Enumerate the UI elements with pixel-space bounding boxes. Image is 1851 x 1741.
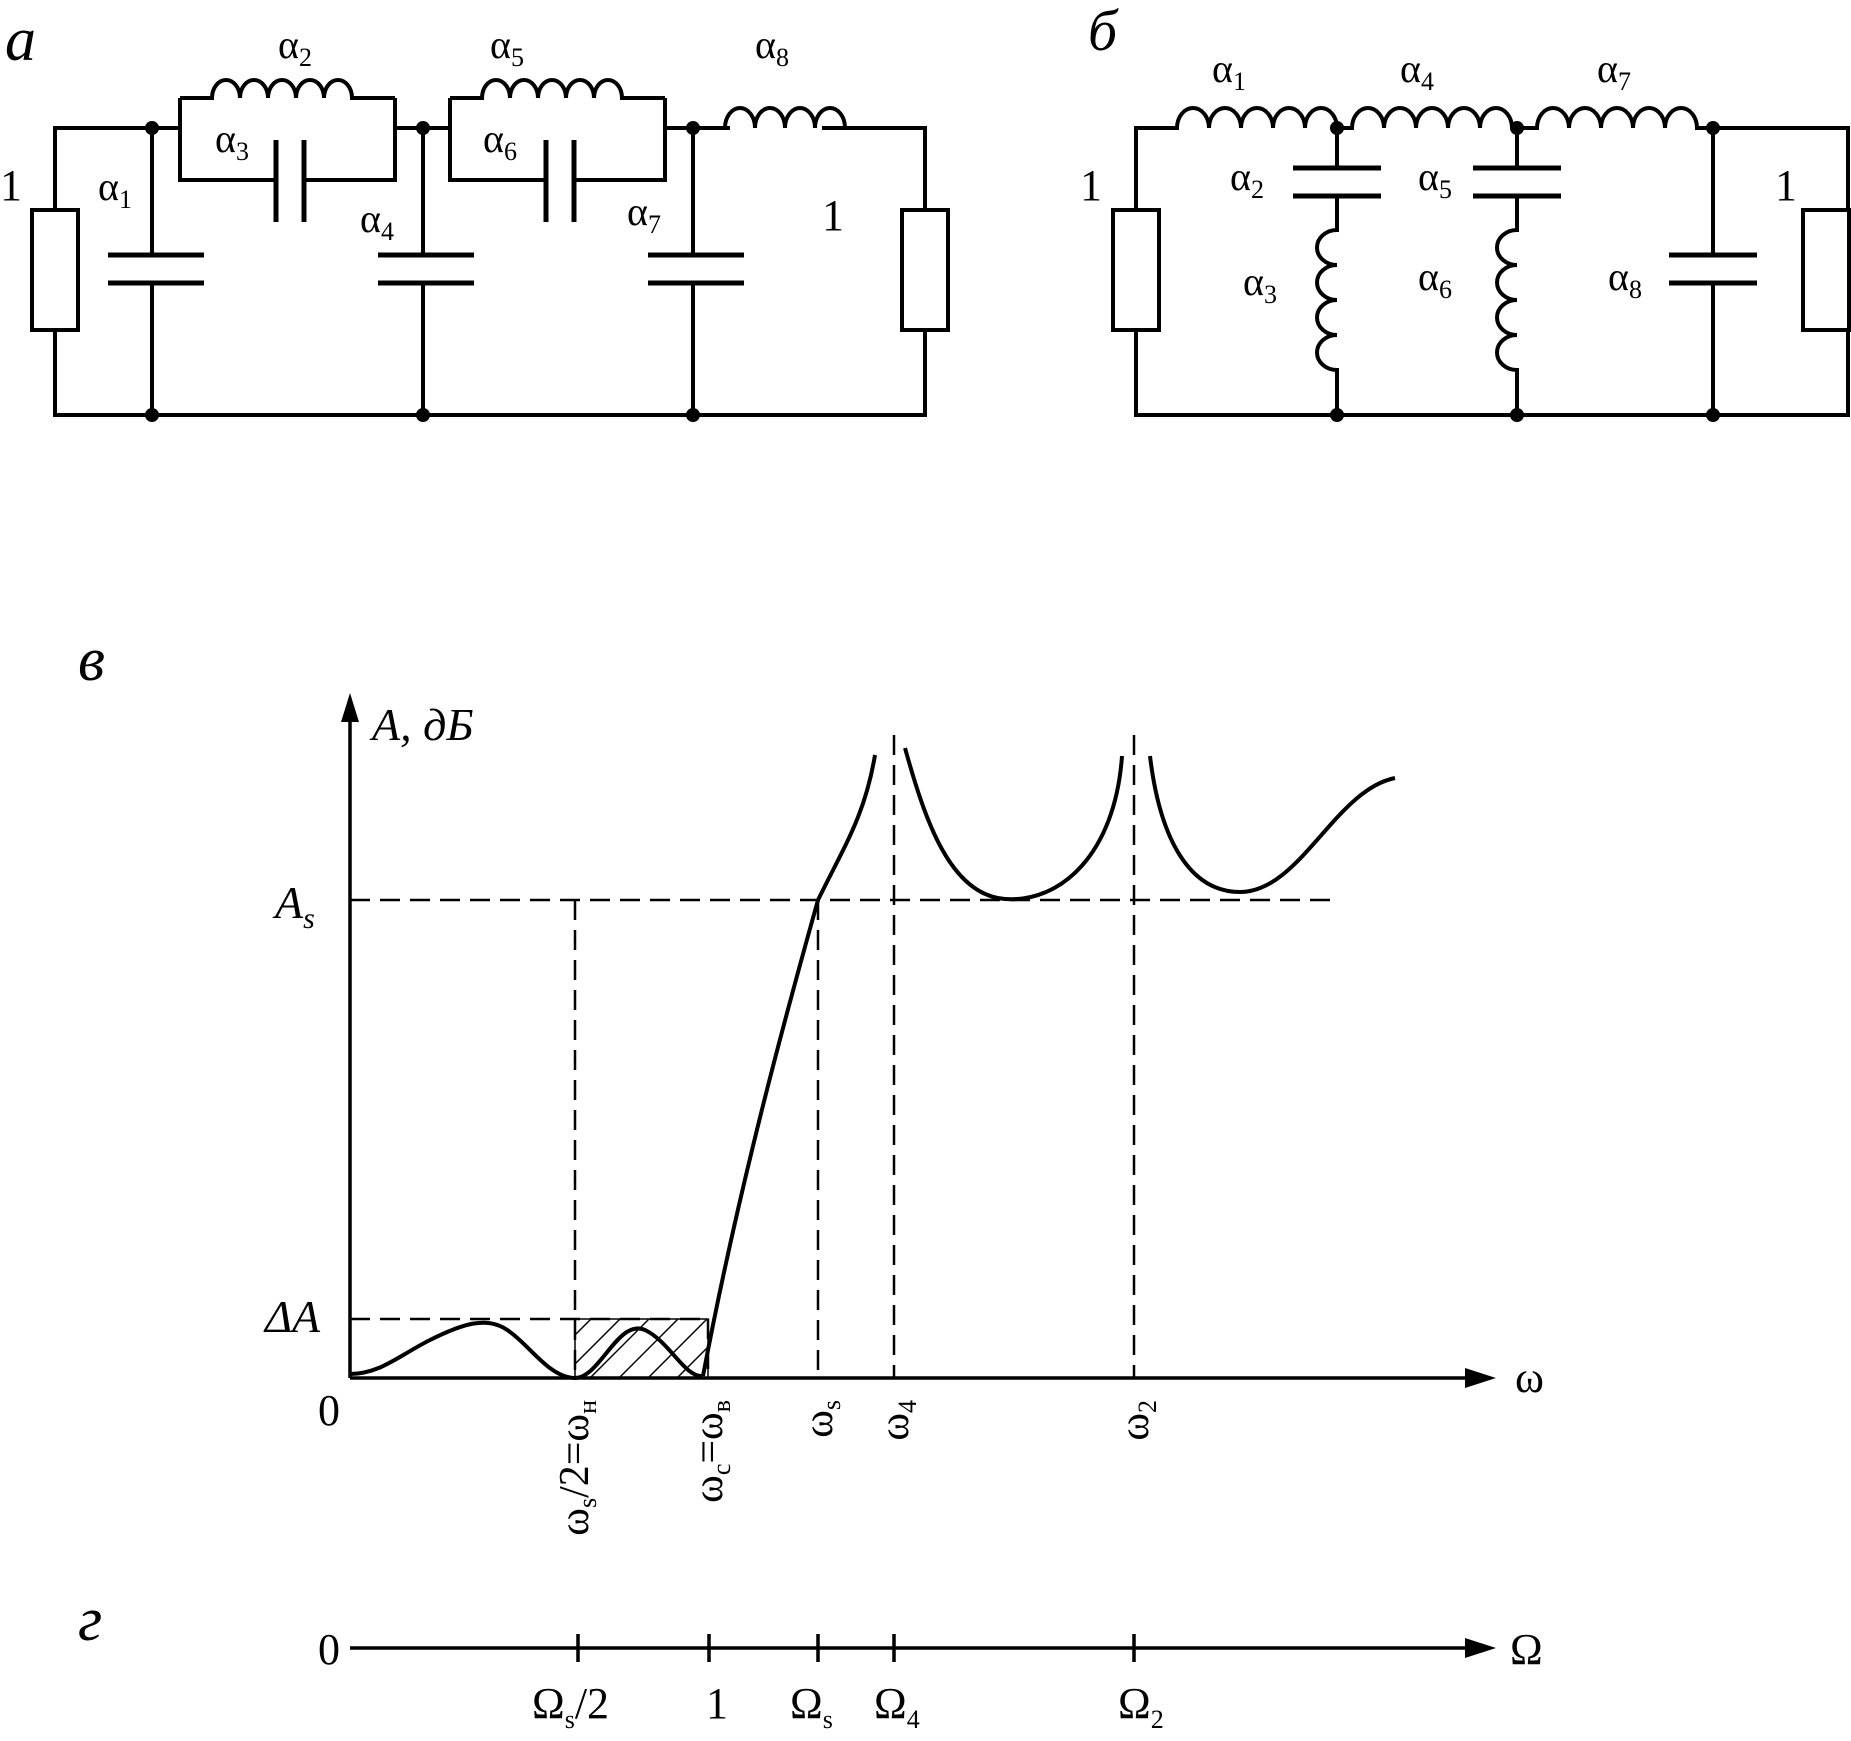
panel-b-inductor-a1 [1175, 106, 1339, 129]
panel-g-origin: 0 [318, 1625, 340, 1674]
panel-b-capacitor-a5 [1473, 165, 1561, 199]
panel-v-w2-label: ω2 [1112, 1400, 1162, 1441]
panel-v-wb-label: ωc=ωв [686, 1400, 736, 1503]
panel-b-letter: б [1088, 0, 1119, 63]
panel-g-one-label: 1 [706, 1679, 728, 1728]
panel-g: г Ω 0 Ωs/2 1 Ωs Ω4 Ω2 [78, 1586, 1543, 1734]
panel-g-o2-label: Ω2 [1118, 1679, 1164, 1734]
panel-v-w4-label: ω4 [872, 1400, 922, 1441]
panel-b-load-resistor [1801, 208, 1851, 332]
panel-a-capacitor-a1 [108, 252, 204, 286]
panel-a-label-a1: α1 [98, 164, 132, 214]
panel-a-letter: а [5, 6, 36, 74]
panel-b-inductor-a3 [1315, 228, 1338, 372]
panel-a-tank-a2-a3 [178, 78, 397, 222]
panel-a: а 1 1 [0, 6, 950, 422]
panel-b-label-a6: α6 [1418, 254, 1452, 304]
panel-v: в A, дБ ω 0 As [78, 626, 1544, 1536]
panel-v-passband-ripple [349, 1320, 704, 1380]
panel-b-label-a2: α2 [1230, 154, 1264, 204]
panel-b-frame-wire [1134, 126, 1850, 417]
panel-b-label-a1: α1 [1212, 46, 1246, 96]
panel-b-inductor-a4 [1337, 106, 1517, 130]
panel-a-inductor-a2 [178, 78, 397, 128]
panel-g-letter: г [78, 1586, 102, 1654]
panel-v-letter: в [78, 626, 105, 694]
panel-a-label-a7: α7 [627, 189, 661, 239]
panel-b: б 1 1 α1 α2 α3 α4 α5 α [1080, 0, 1851, 422]
panel-b-label-a3: α3 [1243, 259, 1277, 309]
panel-v-wh-label: ωs/2=ωн [552, 1400, 602, 1536]
panel-b-shunt-wires [1335, 126, 1715, 417]
panel-a-source-resistor [30, 208, 80, 332]
panel-v-origin: 0 [318, 1386, 340, 1435]
panel-g-o4-label: Ω4 [874, 1679, 920, 1734]
panel-b-source-label: 1 [1080, 161, 1102, 210]
panel-g-ticks [576, 1634, 1136, 1662]
panel-a-inductor-a8 [723, 106, 848, 130]
panel-a-label-a3: α3 [215, 116, 249, 166]
panel-b-source-resistor [1111, 208, 1161, 332]
panel-b-load-label: 1 [1775, 161, 1797, 210]
panel-v-da-label: ΔA [263, 1291, 321, 1342]
panel-a-capacitor-a4 [378, 252, 474, 286]
panel-v-x-arrow [1465, 1368, 1496, 1388]
panel-b-nodes [1330, 121, 1720, 422]
panel-a-tank-a5-a6 [448, 78, 667, 222]
panel-a-label-a8: α8 [755, 22, 789, 72]
panel-a-inductor-a5 [448, 78, 667, 128]
panel-g-os-label: Ωs [790, 1679, 833, 1734]
panel-b-inductor-a6 [1495, 228, 1518, 372]
panel-v-transition [701, 754, 877, 1377]
panel-a-frame-wire [53, 126, 927, 417]
panel-v-x-axis-label: ω [1515, 1353, 1544, 1402]
panel-v-y-arrow [341, 693, 359, 722]
panel-a-nodes [145, 121, 700, 422]
panel-a-label-a4: α4 [360, 196, 394, 246]
panel-a-load-label: 1 [822, 191, 844, 240]
panel-a-source-label: 1 [0, 161, 22, 210]
panel-v-y-axis-label: A, дБ [369, 699, 474, 750]
panel-g-os2-label: Ωs/2 [532, 1679, 609, 1734]
panel-v-ws-label: ωs [796, 1400, 846, 1438]
panel-v-as-label: As [272, 877, 315, 935]
panel-g-axis-label: Ω [1510, 1625, 1543, 1674]
panel-b-label-a5: α5 [1418, 154, 1452, 204]
panel-b-capacitor-a8 [1669, 252, 1757, 286]
panel-g-arrow [1465, 1638, 1496, 1658]
panel-b-label-a7: α7 [1597, 46, 1631, 96]
panel-a-label-a6: α6 [483, 116, 517, 166]
panel-b-inductor-a7 [1517, 106, 1803, 130]
panel-v-stopband-lobe-1 [903, 747, 1124, 902]
panel-v-stopband-lobe-2 [1148, 755, 1396, 894]
panel-b-label-a4: α4 [1400, 46, 1434, 96]
panel-a-label-a5: α5 [490, 22, 524, 72]
panel-a-capacitor-a7 [648, 252, 744, 286]
panel-a-load-resistor [900, 208, 950, 332]
panel-b-capacitor-a2 [1293, 165, 1381, 199]
panel-a-label-a2: α2 [278, 22, 312, 72]
panel-b-label-a8: α8 [1608, 254, 1642, 304]
panel-a-shunt-wires [150, 126, 695, 417]
